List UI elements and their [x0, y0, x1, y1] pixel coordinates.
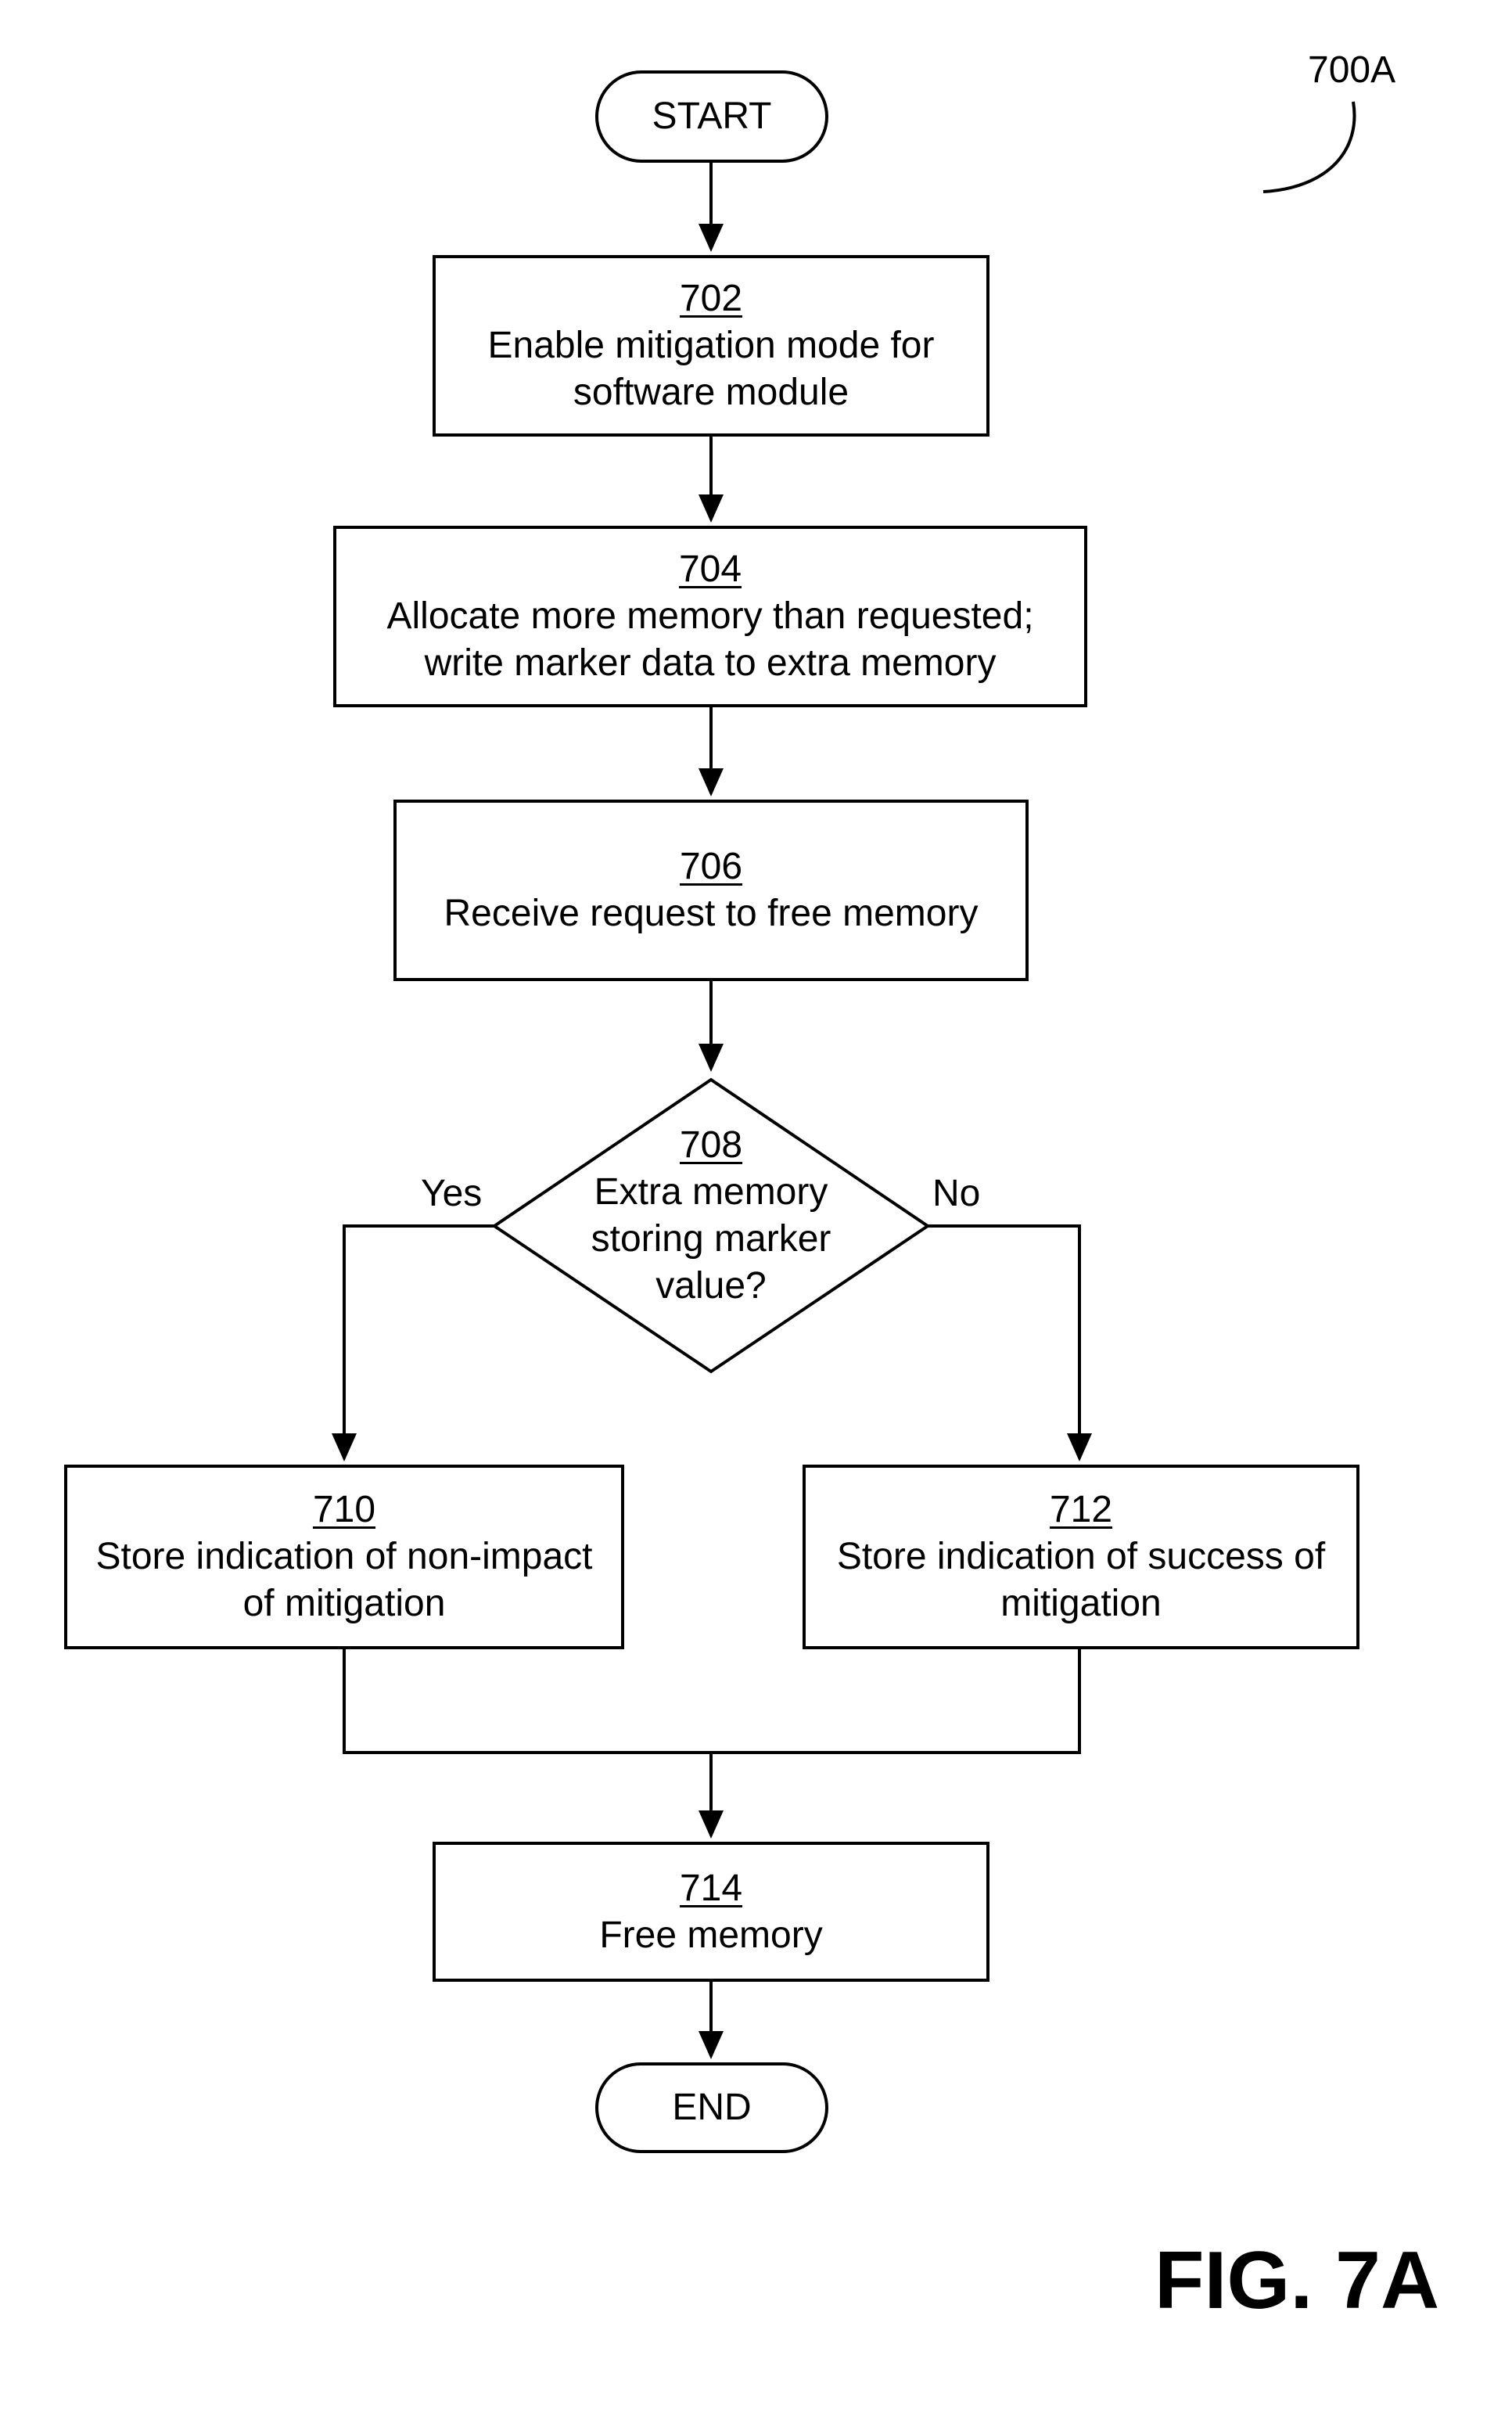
arrow-no-to-712 [928, 1226, 1079, 1458]
step-710-ref: 710 [313, 1487, 375, 1533]
step-704-text-line-1: Allocate more memory than requested; [371, 593, 1049, 640]
end-label: END [672, 2084, 751, 2131]
step-710-text-line-1: Store indication of non-impact [80, 1533, 608, 1580]
step-702-text-line-2: software module [558, 369, 864, 416]
step-708: 708 Extra memory storing marker value? [555, 1122, 867, 1310]
step-704: 704 Allocate more memory than requested;… [333, 526, 1087, 707]
step-712-text-line-1: Store indication of success of [821, 1533, 1341, 1580]
diagram-id-leader [1263, 102, 1355, 192]
step-708-ref: 708 [680, 1122, 742, 1169]
step-708-text-line-2: storing marker [591, 1216, 831, 1263]
step-704-text-line-2: write marker data to extra memory [409, 640, 1012, 687]
step-702: 702 Enable mitigation mode for software … [433, 255, 989, 437]
step-702-text-line-1: Enable mitigation mode for [472, 322, 950, 369]
start-label: START [652, 93, 772, 140]
step-702-ref: 702 [680, 275, 742, 322]
end-terminal: END [595, 2062, 828, 2153]
branch-label-yes: Yes [421, 1172, 482, 1216]
step-708-text-line-1: Extra memory [594, 1169, 828, 1216]
branch-label-no: No [932, 1172, 980, 1216]
step-714-ref: 714 [680, 1865, 742, 1912]
step-710-text-line-2: of mitigation [228, 1580, 462, 1627]
step-712: 712 Store indication of success of mitig… [803, 1465, 1359, 1649]
step-714-text-line-1: Free memory [584, 1912, 838, 1959]
arrow-yes-to-710 [344, 1226, 494, 1458]
step-704-ref: 704 [679, 546, 742, 593]
step-712-ref: 712 [1050, 1487, 1112, 1533]
merge-line-710-712 [344, 1649, 1079, 1753]
step-706: 706 Receive request to free memory [393, 800, 1029, 981]
step-714: 714 Free memory [433, 1842, 989, 1982]
step-710: 710 Store indication of non-impact of mi… [64, 1465, 624, 1649]
step-708-text-line-3: value? [655, 1263, 766, 1310]
diagram-id: 700A [1308, 49, 1395, 92]
figure-label: FIG. 7A [1155, 2234, 1439, 2328]
step-706-text-line-1: Receive request to free memory [429, 890, 994, 937]
start-terminal: START [595, 70, 828, 163]
step-712-text-line-2: mitigation [985, 1580, 1176, 1627]
step-706-ref: 706 [680, 843, 742, 890]
